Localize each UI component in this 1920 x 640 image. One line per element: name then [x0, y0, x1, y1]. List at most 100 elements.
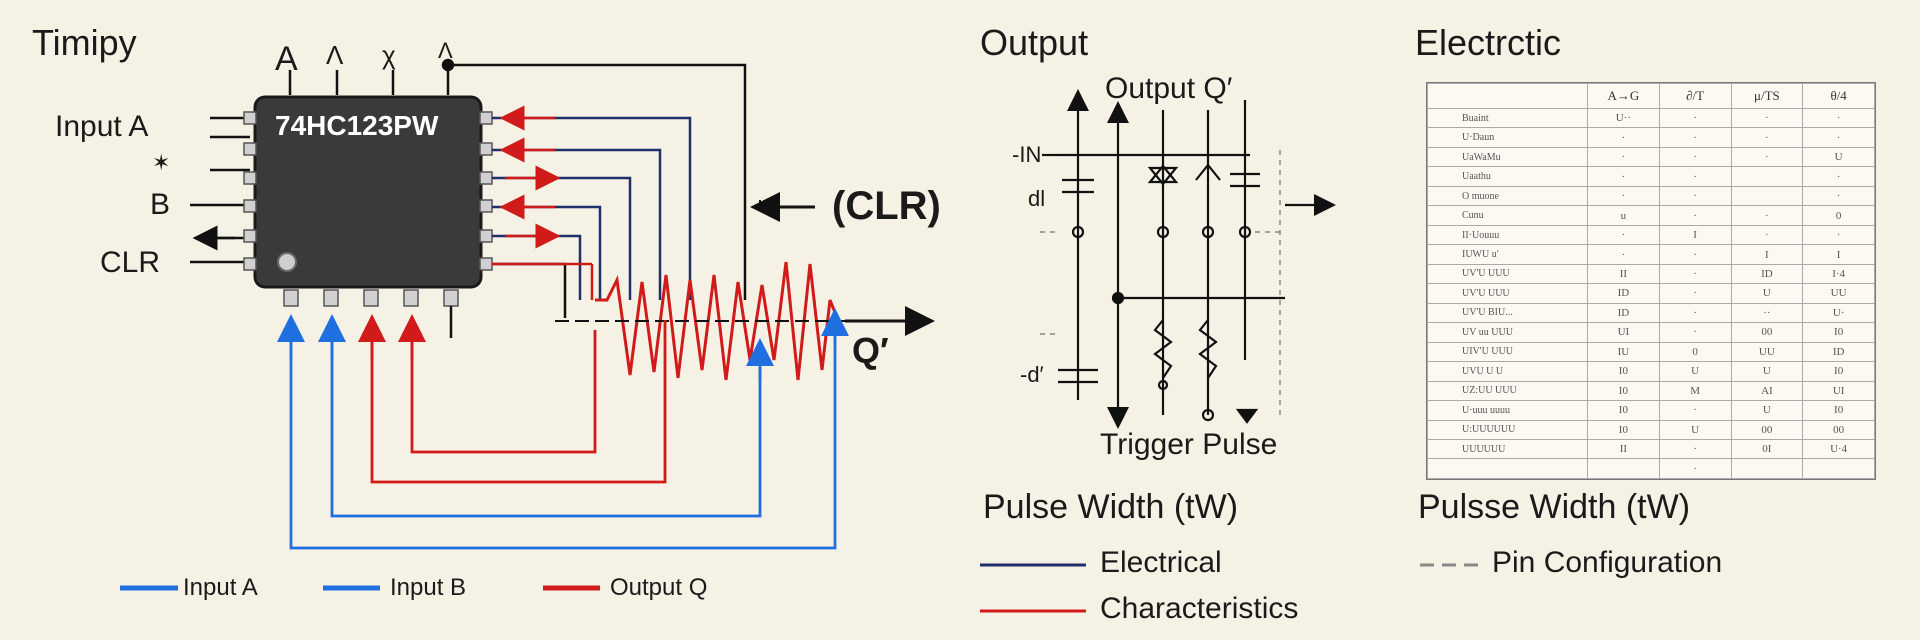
spec-value-cell: ·	[1658, 166, 1732, 187]
spec-value-cell: 00	[1802, 419, 1875, 440]
spec-value-cell: ·	[1658, 400, 1732, 421]
spec-value-cell: ID	[1587, 283, 1660, 304]
legend-output-q: Output Q	[610, 574, 708, 601]
table-row: UV'U BIU...ID···U·	[1427, 302, 1875, 324]
legend-electrical: Electrical	[1100, 546, 1222, 579]
spec-value-cell: ·	[1658, 127, 1732, 148]
spec-param-cell: II·Uouuu	[1427, 224, 1588, 246]
spec-value-cell	[1730, 185, 1804, 207]
spec-value-cell: ·	[1802, 127, 1875, 148]
spec-value-cell: ·	[1587, 166, 1660, 187]
spec-value-cell: I0	[1587, 361, 1660, 382]
spec-value-cell: I0	[1587, 419, 1660, 440]
legend-pin-configuration: Pin Configuration	[1492, 546, 1723, 579]
spec-value-cell: ID	[1587, 302, 1660, 324]
spec-value-cell: II	[1587, 438, 1660, 460]
left-panel-title: Timipy	[32, 22, 137, 63]
clr-arrow-label: (CLR)	[832, 184, 941, 228]
table-row: Uaathu···	[1427, 166, 1875, 187]
spec-value-cell: ·	[1730, 127, 1804, 148]
spec-header-cell: μ/TS	[1730, 83, 1804, 109]
table-row: ·	[1427, 458, 1875, 479]
spec-value-cell: M	[1658, 380, 1732, 402]
spec-param-cell: UV'U UUU	[1427, 263, 1588, 285]
spec-value-cell: U	[1802, 146, 1875, 168]
trigger-pulse-label: Trigger Pulse	[1100, 428, 1278, 461]
spec-param-cell: UaWaMu	[1427, 146, 1588, 168]
middle-legend-swatches	[980, 563, 1086, 613]
spec-value-cell: I0	[1587, 380, 1660, 402]
spec-value-cell: I0	[1802, 400, 1875, 421]
top-pin-label-2: Ʌ	[326, 40, 344, 70]
spec-value-cell: ·	[1658, 322, 1732, 343]
timing-schematic	[1042, 89, 1336, 429]
spec-param-cell: U·Daun	[1427, 127, 1588, 148]
table-row: UaWaMu···U	[1427, 146, 1875, 168]
spec-value-cell: ·	[1658, 438, 1732, 460]
legend-characteristics: Characteristics	[1100, 592, 1299, 625]
spec-value-cell: 00	[1730, 322, 1804, 343]
spec-value-cell: ·	[1658, 146, 1732, 168]
table-row: O muone···	[1427, 185, 1875, 207]
spec-param-cell: O muone	[1427, 185, 1588, 207]
spec-value-cell: IU	[1587, 341, 1660, 363]
spec-param-cell: U:UUUUUU	[1427, 419, 1588, 440]
spec-value-cell: U	[1658, 419, 1732, 440]
spec-value-cell: U·4	[1802, 438, 1875, 460]
input-a-label: Input A	[55, 110, 149, 143]
spec-value-cell: 0	[1802, 205, 1875, 226]
spec-param-cell: U·uuu uuuu	[1427, 400, 1588, 421]
table-row: II·Uouuu·I··	[1427, 224, 1875, 246]
chip-side-pins	[243, 111, 493, 307]
spec-value-cell: ·	[1658, 244, 1732, 265]
spec-value-cell: ·	[1658, 107, 1732, 129]
spec-value-cell: I·4	[1802, 263, 1875, 285]
spec-param-cell: UV uu UUU	[1427, 322, 1588, 343]
q-prime-label: Q′	[852, 330, 889, 371]
b-label: B	[150, 188, 171, 221]
spec-value-cell	[1730, 458, 1804, 479]
star-label: ✶	[152, 150, 171, 175]
spec-param-cell: UZ:UU UUU	[1427, 380, 1588, 402]
spec-value-cell: U	[1730, 361, 1804, 382]
spec-value-cell: ·	[1730, 205, 1804, 226]
spec-value-cell: ID	[1730, 263, 1804, 285]
right-pulse-width-label: Pulsse Width (tW)	[1418, 488, 1691, 526]
spec-value-cell: UU	[1802, 283, 1875, 304]
spec-value-cell: UI	[1802, 380, 1875, 402]
output-q-prime-label: Output Q′	[1105, 72, 1233, 105]
spec-value-cell: I	[1658, 224, 1732, 246]
spec-param-cell: UV'U UUU	[1427, 283, 1588, 304]
spec-param-cell	[1427, 458, 1588, 479]
spec-param-cell: UVU U U	[1427, 361, 1588, 382]
spec-value-cell: ·	[1658, 185, 1732, 207]
spec-value-cell: ·	[1802, 166, 1875, 187]
spec-value-cell: UU	[1730, 341, 1804, 363]
spec-value-cell: ·	[1587, 224, 1660, 246]
spec-value-cell: ·	[1658, 205, 1732, 226]
dl-label: dl	[1028, 186, 1046, 211]
spec-value-cell: 00	[1730, 419, 1804, 440]
spec-param-cell: UIV'U UUU	[1427, 341, 1588, 363]
spec-value-cell: ·	[1658, 263, 1732, 285]
output-red-arrows	[492, 105, 594, 300]
spec-param-cell: Buaint	[1427, 107, 1588, 129]
top-pin-label-3: χ	[382, 40, 396, 70]
input-feedback-loops	[289, 320, 837, 550]
legend-input-b: Input B	[390, 574, 467, 601]
schematic-dashed-guides	[1040, 150, 1285, 415]
in-label: -IN	[1012, 142, 1042, 167]
chip-part-label: 74HC123PW	[275, 110, 439, 141]
